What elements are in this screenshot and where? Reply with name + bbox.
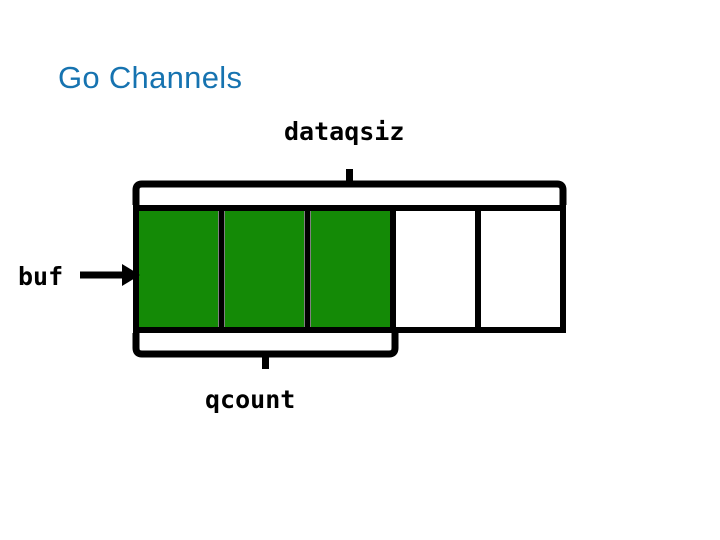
dataqsiz-label: dataqsiz [284, 117, 405, 146]
page-title: Go Channels [58, 60, 243, 95]
buf-label: buf [18, 262, 64, 291]
buffer-cell-3 [396, 211, 475, 327]
dataqsiz-brace [132, 169, 567, 205]
buffer-cell-1 [225, 211, 304, 327]
buf-arrow [80, 264, 140, 286]
qcount-brace [132, 333, 399, 369]
buffer-box [133, 205, 566, 333]
buffer-cell-4 [481, 211, 560, 327]
buffer-cell-0 [139, 211, 218, 327]
buffer-box-outline [133, 205, 566, 333]
buffer-cell-2 [311, 211, 390, 327]
qcount-label: qcount [205, 385, 296, 414]
